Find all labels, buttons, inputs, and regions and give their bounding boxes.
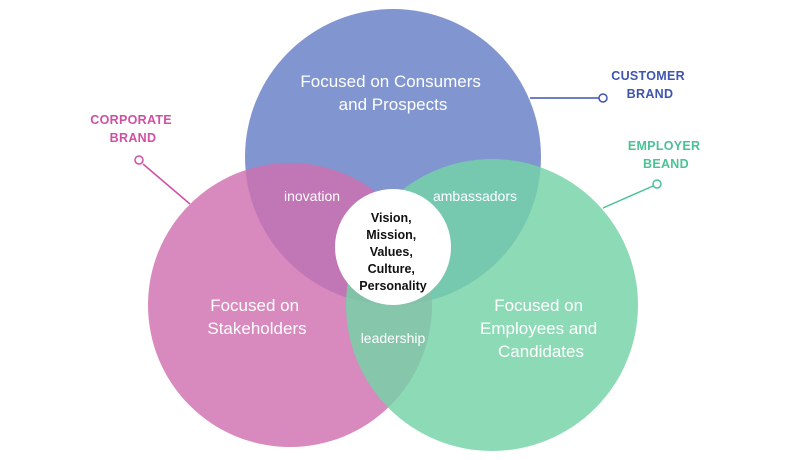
overlap-label-ambassadors: ambassadors [433, 188, 517, 204]
employer-brand-label: EMPLOYER BEAND [628, 139, 704, 171]
center-values-text: Vision, Mission, Values, Culture, Person… [359, 211, 426, 293]
corporate-brand-connector [134, 155, 191, 205]
overlap-label-inovation: inovation [284, 188, 340, 204]
customer-focus-text: Focused on Consumers and Prospects [300, 72, 485, 114]
overlap-label-leadership: leadership [361, 330, 426, 346]
employer-focus-text: Focused on Employees and Candidates [480, 296, 602, 361]
corporate-focus-text: Focused on Stakeholders [207, 296, 306, 338]
center-circle [335, 189, 451, 305]
customer-brand-connector [530, 93, 608, 103]
corporate-brand-label: CORPORATE BRAND [90, 113, 175, 145]
employer-brand-connector [602, 179, 662, 209]
customer-brand-label: CUSTOMER BRAND [611, 69, 688, 101]
